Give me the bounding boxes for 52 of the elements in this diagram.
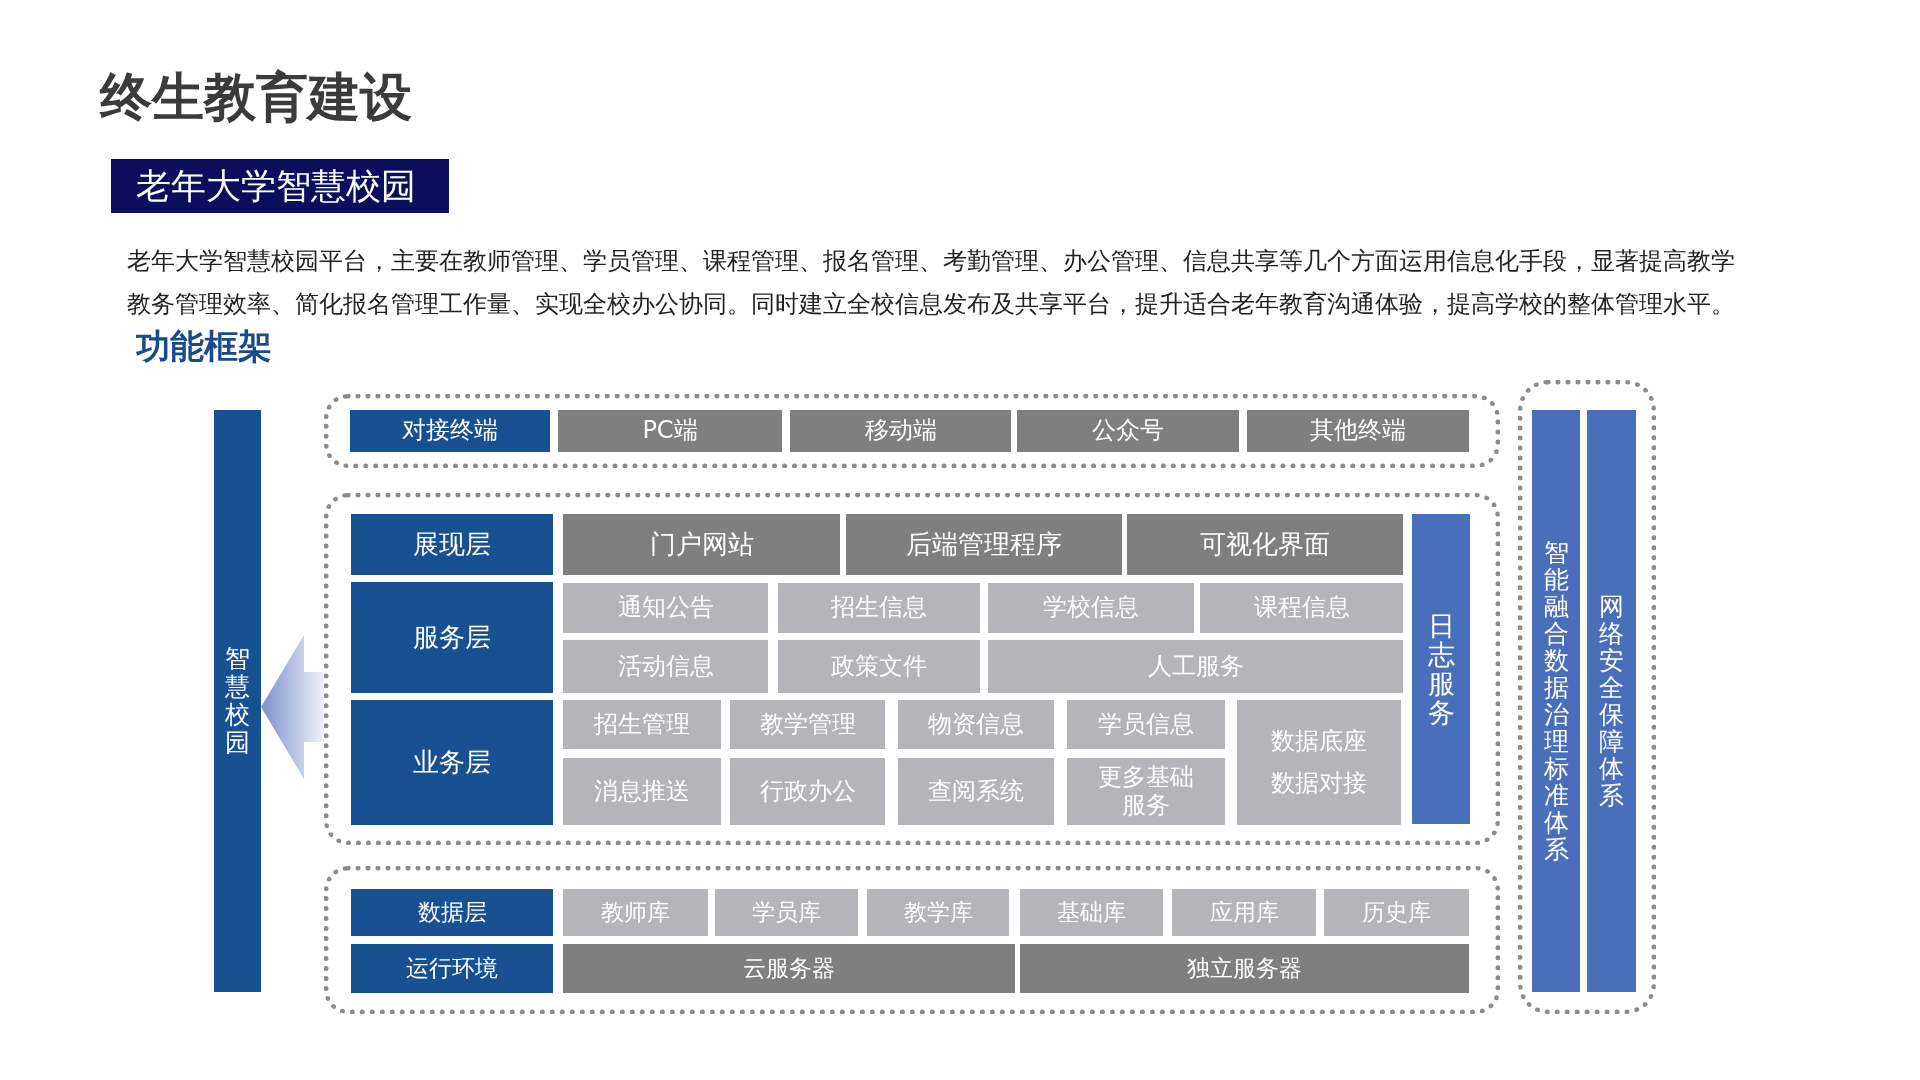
vertical-system-bar: 智能融合数据治理标准体系 — [1532, 410, 1580, 992]
module-name: 数据底座 — [1271, 727, 1367, 756]
module-tile: 教师库 — [563, 889, 708, 936]
module-tile: 可视化界面 — [1127, 514, 1403, 575]
section-banner: 老年大学智慧校园 — [111, 159, 449, 213]
page-title: 终生教育建设 — [100, 66, 412, 129]
module-tile: 后端管理程序 — [846, 514, 1122, 575]
module-tile: 人工服务 — [988, 640, 1403, 693]
module-tile: 更多基础服务 — [1067, 758, 1225, 825]
module-tile — [1237, 700, 1401, 825]
module-tile: 学员库 — [715, 889, 858, 936]
layer-label: 对接终端 — [350, 410, 550, 452]
module-tile: 移动端 — [790, 410, 1011, 452]
module-tile: 行政办公 — [730, 758, 885, 825]
vertical-service-bar: 日志服务 — [1412, 514, 1470, 824]
module-tile: 物资信息 — [898, 700, 1054, 749]
module-tile: 消息推送 — [563, 758, 721, 825]
section-heading: 功能框架 — [136, 325, 272, 368]
module-tile: 云服务器 — [563, 944, 1015, 993]
module-tile: 通知公告 — [563, 583, 768, 633]
dotted-group-frame — [324, 866, 1500, 1014]
dotted-group-frame — [324, 394, 1500, 468]
module-tile: PC端 — [558, 410, 782, 452]
module-name: 数据对接 — [1271, 769, 1367, 798]
module-tile: 教学管理 — [730, 700, 885, 749]
layer-label: 展现层 — [351, 514, 553, 575]
dotted-group-frame — [324, 493, 1500, 845]
vertical-label-bar: 智慧校园 — [214, 410, 261, 992]
module-tile: 学校信息 — [988, 583, 1194, 633]
module-tile: 课程信息 — [1200, 583, 1403, 633]
module-tile: 其他终端 — [1247, 410, 1469, 452]
module-tile: 公众号 — [1017, 410, 1239, 452]
module-tile: 政策文件 — [778, 640, 980, 693]
module-tile: 招生管理 — [563, 700, 721, 749]
dotted-group-frame — [1518, 380, 1656, 1014]
module-tile: 门户网站 — [563, 514, 840, 575]
module-tile: 查阅系统 — [898, 758, 1054, 825]
layer-label: 运行环境 — [351, 944, 553, 993]
block-arrow — [261, 635, 324, 779]
module-tile: 学员信息 — [1067, 700, 1225, 749]
vertical-system-bar: 网络安全保障体系 — [1587, 410, 1636, 992]
intro-paragraph: 老年大学智慧校园平台，主要在教师管理、学员管理、课程管理、报名管理、考勤管理、办公管理、信息共享等几个方面运用信息化手段，显著提高教学教务管理效率、简化报名管理工作量、实现全校办公协同。同时建立全校信息发布及共享平台，提升适合老年教育沟通体验，提高学校的整体管理水平。 — [127, 246, 1736, 320]
module-tile: 招生信息 — [778, 583, 980, 633]
module-tile: 活动信息 — [563, 640, 768, 693]
module-tile: 基础库 — [1020, 889, 1163, 936]
module-tile: 教学库 — [867, 889, 1009, 936]
module-tile: 独立服务器 — [1020, 944, 1469, 993]
module-tile: 历史库 — [1324, 889, 1469, 936]
layer-label: 服务层 — [351, 582, 553, 693]
layer-label: 数据层 — [351, 889, 553, 936]
module-tile: 应用库 — [1172, 889, 1316, 936]
layer-label: 业务层 — [351, 700, 553, 825]
